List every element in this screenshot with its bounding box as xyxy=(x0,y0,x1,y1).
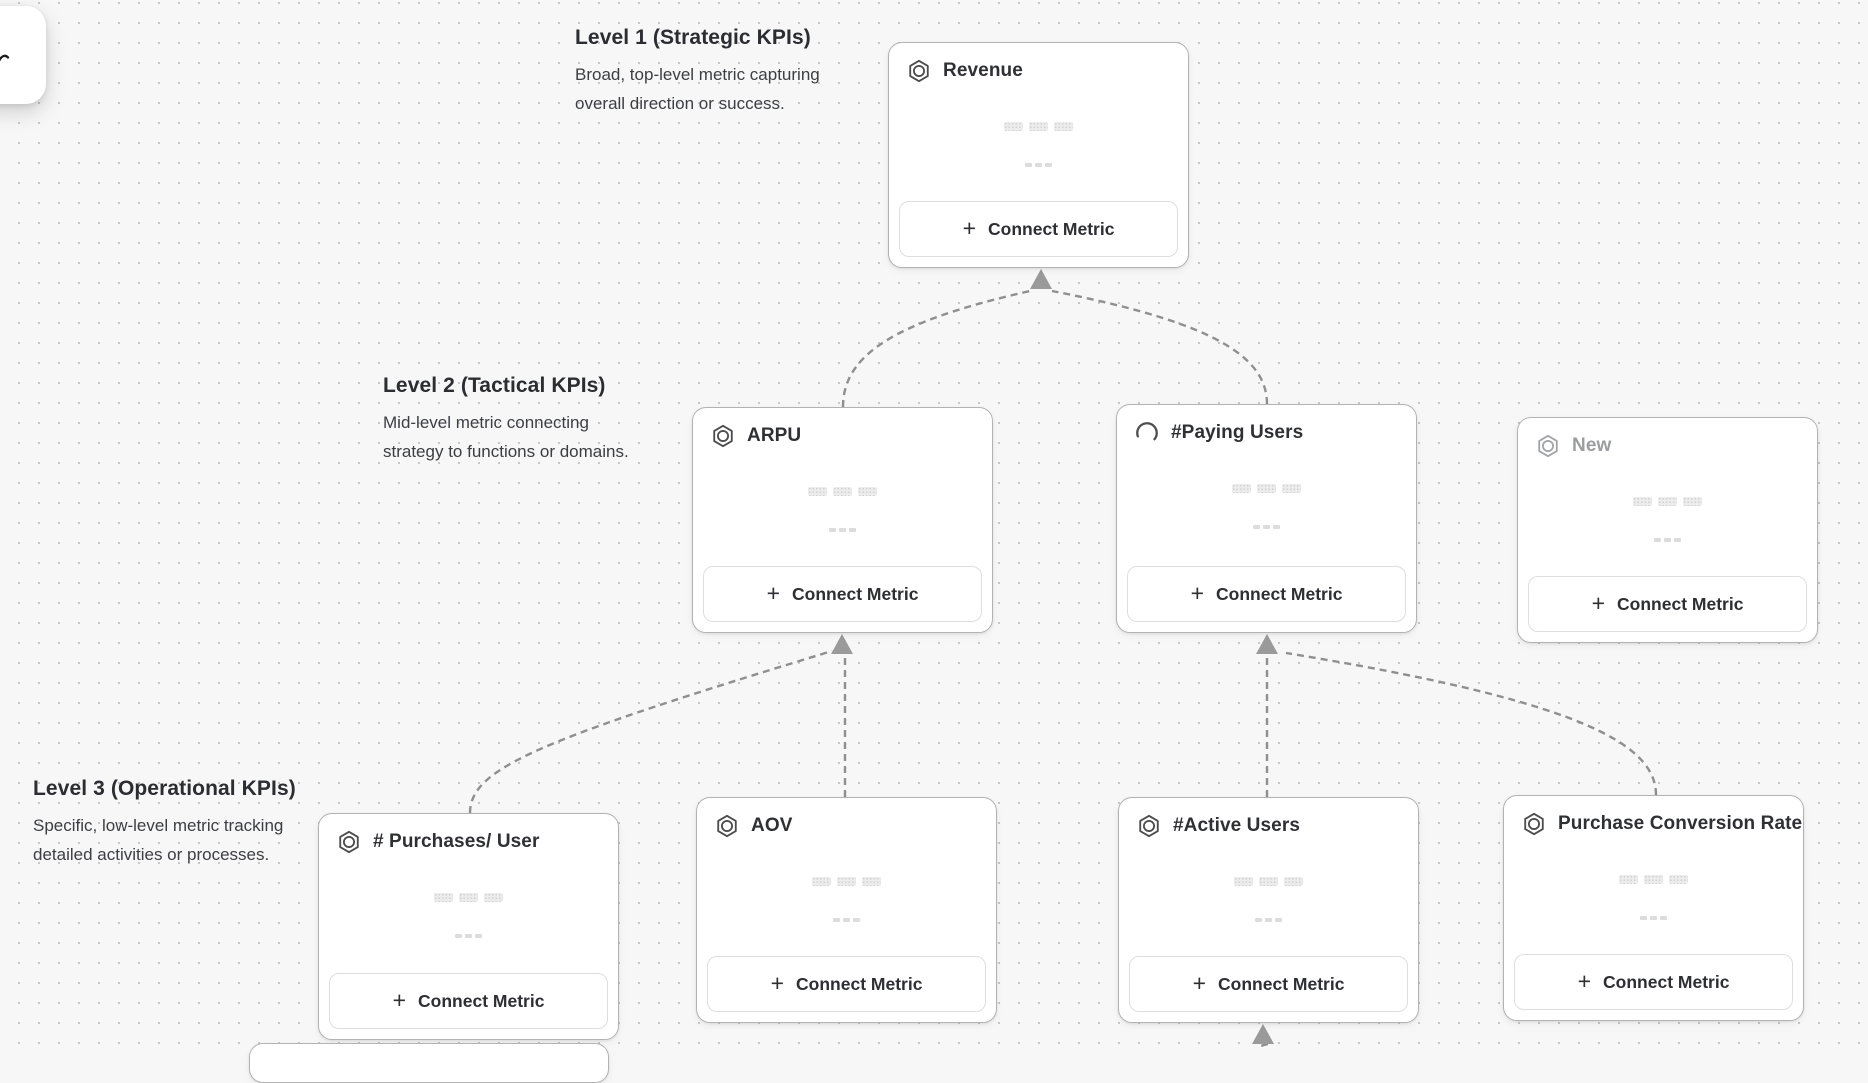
plus-icon: + xyxy=(766,579,781,606)
metric-card-title: # Purchases/ User xyxy=(373,831,540,852)
metric-card-title: #Paying Users xyxy=(1171,422,1304,443)
connector-purchases-to-arpu xyxy=(468,649,833,814)
connect-metric-label: Connect Metric xyxy=(796,973,923,994)
connect-metric-label: Connect Metric xyxy=(792,583,919,604)
metric-card-title: New xyxy=(1572,435,1612,456)
card-header: AOV xyxy=(714,813,982,839)
loading-spinner-icon xyxy=(1134,420,1160,446)
plus-icon: + xyxy=(962,214,977,241)
arrowhead-arpu xyxy=(831,634,853,654)
level-1-description-line1: Broad, top-level metric capturing xyxy=(575,65,820,84)
card-header: #Paying Users xyxy=(1134,420,1402,446)
connector-arpu-to-revenue xyxy=(841,289,1031,408)
connector-pcr-to-paying xyxy=(1285,651,1658,796)
level-1-description-line2: overall direction or success. xyxy=(575,94,785,113)
connect-metric-label: Connect Metric xyxy=(1603,971,1730,992)
level-1-title: Level 1 (Strategic KPIs) xyxy=(575,26,811,49)
connect-metric-label: Connect Metric xyxy=(988,218,1115,239)
plus-icon: + xyxy=(1190,579,1205,606)
metric-card-purchase-conversion-rate[interactable]: Purchase Conversion Rate + Connect Metri… xyxy=(1503,795,1804,1021)
level-1-label: Level 1 (Strategic KPIs) Broad, top-leve… xyxy=(575,26,820,118)
metric-card-title: ARPU xyxy=(747,425,802,446)
metric-card-purchases-per-user[interactable]: # Purchases/ User + Connect Metric xyxy=(318,813,619,1040)
metric-hexagon-icon xyxy=(710,423,736,449)
connect-metric-label: Connect Metric xyxy=(1218,973,1345,994)
level-2-description-line1: Mid-level metric connecting xyxy=(383,413,589,432)
connect-metric-button[interactable]: + Connect Metric xyxy=(703,566,982,622)
level-3-title: Level 3 (Operational KPIs) xyxy=(33,777,296,800)
arrowhead-active xyxy=(1252,1024,1274,1044)
metric-card-title: Purchase Conversion Rate xyxy=(1558,813,1803,834)
metric-card-aov[interactable]: AOV + Connect Metric xyxy=(696,797,997,1023)
plus-icon: + xyxy=(1192,969,1207,996)
connector-paying-to-revenue xyxy=(1051,289,1269,405)
level-3-description-line2: detailed activities or processes. xyxy=(33,845,270,864)
card-header: # Purchases/ User xyxy=(336,829,604,855)
arrowhead-paying xyxy=(1256,634,1278,654)
plus-icon: + xyxy=(770,969,785,996)
connect-metric-button[interactable]: + Connect Metric xyxy=(707,956,986,1012)
metric-card-new[interactable]: New + Connect Metric xyxy=(1517,417,1818,643)
metric-card-active-users[interactable]: #Active Users + Connect Metric xyxy=(1118,797,1419,1023)
card-header: New xyxy=(1535,433,1803,459)
level-2-description-line2: strategy to functions or domains. xyxy=(383,442,629,461)
level-3-label: Level 3 (Operational KPIs) Specific, low… xyxy=(33,777,296,869)
metric-hexagon-icon xyxy=(336,829,362,855)
metric-card-arpu[interactable]: ARPU + Connect Metric xyxy=(692,407,993,633)
arrowhead-revenue xyxy=(1030,269,1052,289)
connect-metric-label: Connect Metric xyxy=(1216,583,1343,604)
connect-metric-button[interactable]: + Connect Metric xyxy=(1514,954,1793,1010)
metric-hexagon-icon xyxy=(1535,433,1561,459)
connect-metric-button[interactable]: + Connect Metric xyxy=(1127,566,1406,622)
metric-hexagon-icon xyxy=(1136,813,1162,839)
corner-toolbar-panel[interactable] xyxy=(0,6,46,104)
metric-hexagon-icon xyxy=(906,58,932,84)
level-2-title: Level 2 (Tactical KPIs) xyxy=(383,374,606,397)
level-3-description-line1: Specific, low-level metric tracking xyxy=(33,816,284,835)
card-header: ARPU xyxy=(710,423,978,449)
metric-card-revenue[interactable]: Revenue + Connect Metric xyxy=(888,42,1189,268)
metric-hexagon-icon xyxy=(714,813,740,839)
plus-icon: + xyxy=(1577,967,1592,994)
connector-offscreen-to-active xyxy=(1256,1042,1269,1048)
connect-metric-button[interactable]: + Connect Metric xyxy=(329,973,608,1029)
metric-card-paying-users[interactable]: #Paying Users + Connect Metric xyxy=(1116,404,1417,633)
card-header: #Active Users xyxy=(1136,813,1404,839)
cursor-stroke-icon xyxy=(0,54,10,62)
metric-hexagon-icon xyxy=(1521,811,1547,837)
metric-card-partial-offscreen[interactable] xyxy=(249,1043,609,1083)
plus-icon: + xyxy=(1591,589,1606,616)
plus-icon: + xyxy=(392,986,407,1013)
metric-card-title: Revenue xyxy=(943,60,1023,81)
card-header: Revenue xyxy=(906,58,1174,84)
metric-card-title: AOV xyxy=(751,815,793,836)
metric-card-title: #Active Users xyxy=(1173,815,1300,836)
connect-metric-label: Connect Metric xyxy=(1617,593,1744,614)
card-header: Purchase Conversion Rate xyxy=(1521,811,1802,837)
connect-metric-button[interactable]: + Connect Metric xyxy=(1129,956,1408,1012)
level-2-label: Level 2 (Tactical KPIs) Mid-level metric… xyxy=(383,374,629,466)
connect-metric-label: Connect Metric xyxy=(418,990,545,1011)
connect-metric-button[interactable]: + Connect Metric xyxy=(899,201,1178,257)
connect-metric-button[interactable]: + Connect Metric xyxy=(1528,576,1807,632)
